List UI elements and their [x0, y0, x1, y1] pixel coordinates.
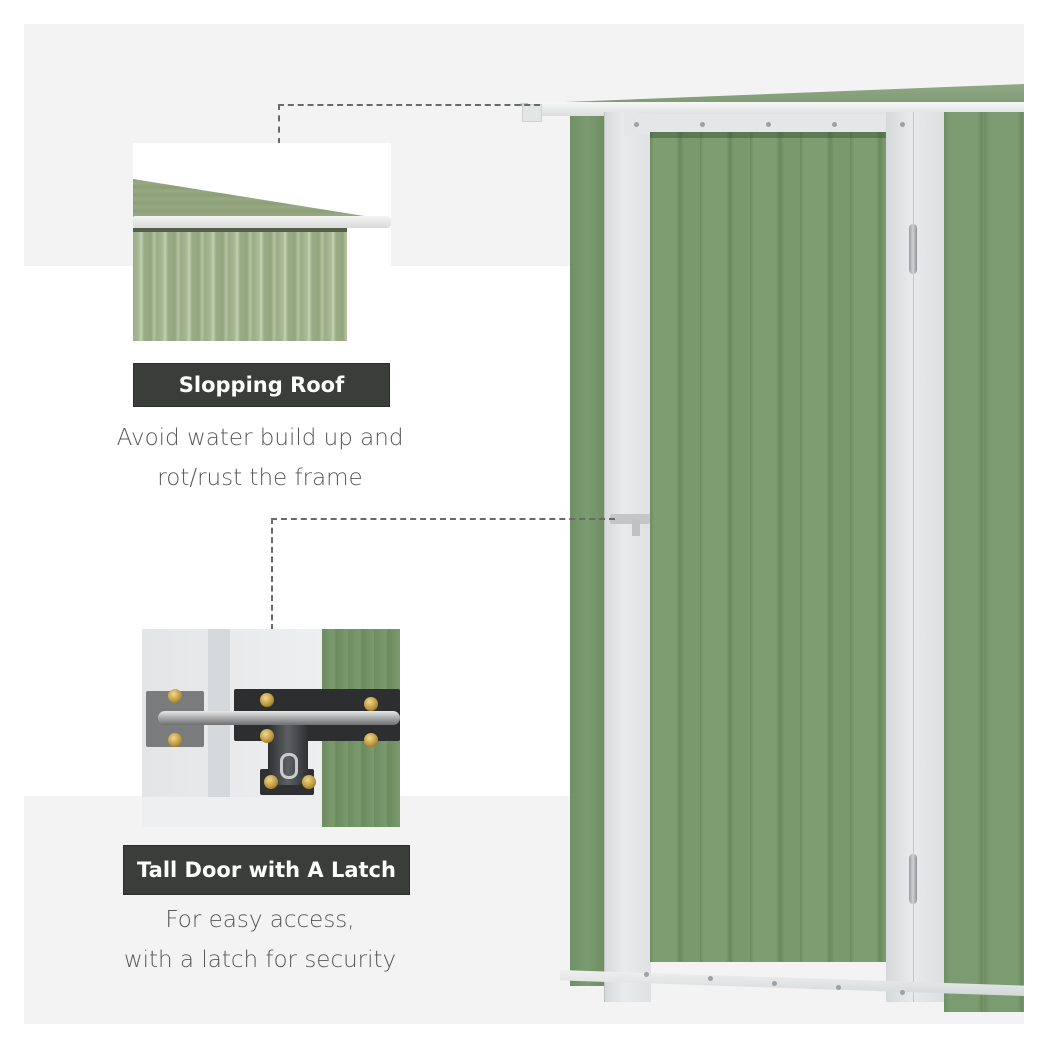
- latch-frame-post: [208, 629, 230, 827]
- rivet-icon: [766, 122, 771, 127]
- hinge-bottom-icon: [909, 854, 917, 904]
- door-frame-left: [604, 112, 651, 1002]
- screw-icon: [168, 733, 182, 747]
- screw-icon: [260, 729, 274, 743]
- rivet-icon: [900, 122, 905, 127]
- rivet-icon: [644, 972, 649, 977]
- roof-slope: [133, 179, 383, 219]
- tall-door-latch-description-line-2: with a latch for security: [123, 947, 397, 973]
- sloping-roof-label: Slopping Roof: [133, 363, 390, 407]
- shed-right-wall: [944, 112, 1024, 1012]
- roof-end-cap: [522, 104, 542, 122]
- tall-door-latch-description: For easy access, with a latch for securi…: [90, 900, 430, 980]
- hinge-top-icon: [909, 224, 917, 274]
- roof-callout-connector-horizontal: [278, 104, 540, 106]
- shed-left-wall: [570, 116, 604, 986]
- screw-icon: [168, 689, 182, 703]
- tall-door-latch-label: Tall Door with A Latch: [123, 845, 410, 895]
- sloping-roof-description: Avoid water build up and rot/rust the fr…: [80, 418, 440, 498]
- roof-shadow: [133, 228, 347, 232]
- rivet-icon: [634, 122, 639, 127]
- latch-callout-connector-vertical: [271, 518, 273, 630]
- door-latch-knob-icon: [632, 520, 640, 536]
- rivet-icon: [836, 985, 841, 990]
- roof-wall-panel: [133, 228, 347, 341]
- latch-padlock-ring-icon: [280, 753, 298, 779]
- latch-bolt-icon: [158, 711, 400, 725]
- rivet-icon: [900, 990, 905, 995]
- rivet-icon: [708, 976, 713, 981]
- tall-door-latch-description-line-1: For easy access,: [165, 907, 355, 933]
- screw-icon: [302, 775, 316, 789]
- door-top-shadow: [650, 132, 886, 138]
- sloping-roof-description-line-1: Avoid water build up and: [116, 425, 404, 451]
- latch-detail-image: [142, 629, 400, 827]
- rivet-icon: [832, 122, 837, 127]
- door-frame-top: [624, 114, 924, 134]
- latch-callout-connector-horizontal: [271, 518, 615, 520]
- frame-seam: [913, 112, 914, 1002]
- shed-door-panel: [650, 132, 886, 962]
- screw-icon: [364, 733, 378, 747]
- screw-icon: [264, 775, 278, 789]
- screw-icon: [260, 693, 274, 707]
- roof-edge-trim: [133, 216, 391, 228]
- latch-bottom-band: [142, 797, 322, 827]
- rivet-icon: [700, 122, 705, 127]
- screw-icon: [364, 697, 378, 711]
- roof-callout-connector-vertical: [278, 104, 280, 144]
- door-latch-icon: [610, 514, 650, 524]
- rivet-icon: [772, 981, 777, 986]
- shed-product-image: [520, 84, 1024, 1024]
- sloping-roof-description-line-2: rot/rust the frame: [157, 465, 363, 491]
- roof-detail-image: [133, 143, 391, 341]
